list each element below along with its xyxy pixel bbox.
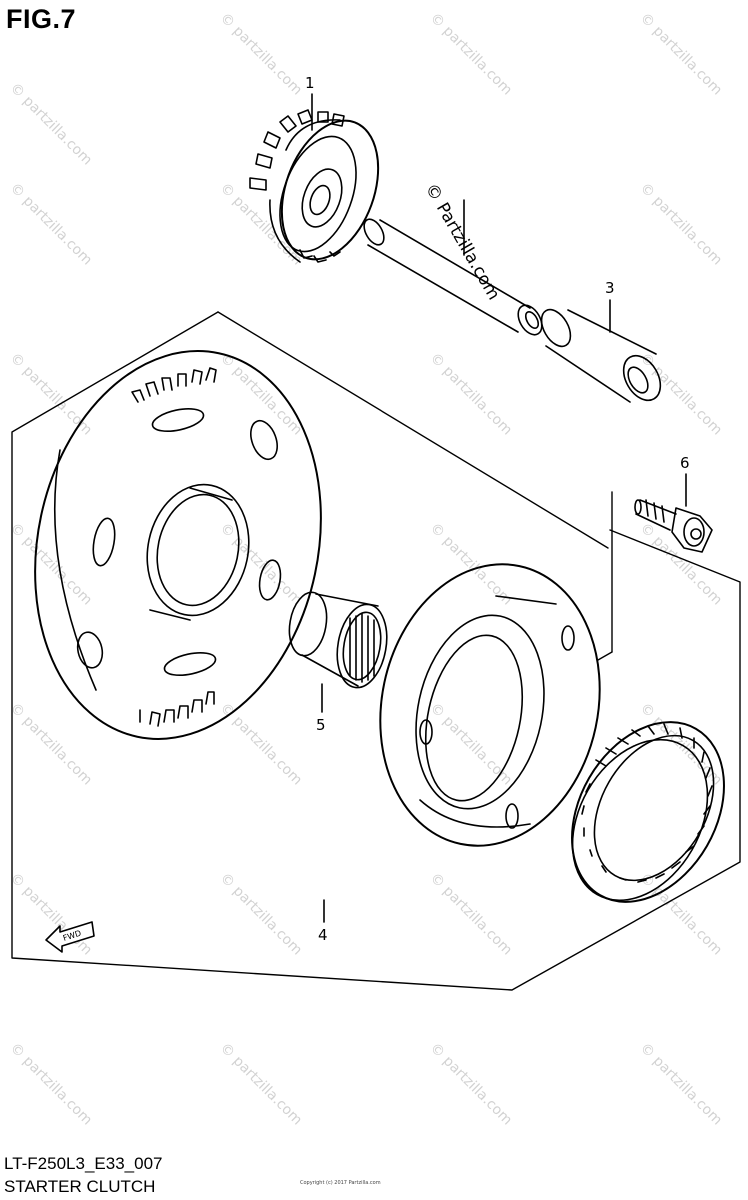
diagram-code: LT-F250L3_E33_007 [4,1154,163,1173]
callout-5: 5 [316,716,326,734]
clutch-housing [379,563,601,847]
part-5-needle-bearing [288,591,388,689]
one-way-clutch [571,721,725,903]
callout-3: 3 [605,279,615,297]
figure-title: FIG.7 [6,4,77,34]
part-1-idle-gear [249,109,380,263]
diagram-caption: STARTER CLUTCH [4,1177,156,1196]
assembly-boundary [11,311,741,991]
callout-1: 1 [305,74,315,92]
fwd-arrow-icon [45,921,95,953]
callout-6: 6 [680,454,690,472]
shaft [363,218,543,336]
part-3-bushing [540,308,662,403]
footer-copyright: Copyright (c) 2017 Partzilla.com [300,1180,381,1186]
starter-driven-gear [34,350,322,740]
callout-4: 4 [318,926,328,944]
part-6-bolt [634,499,713,553]
